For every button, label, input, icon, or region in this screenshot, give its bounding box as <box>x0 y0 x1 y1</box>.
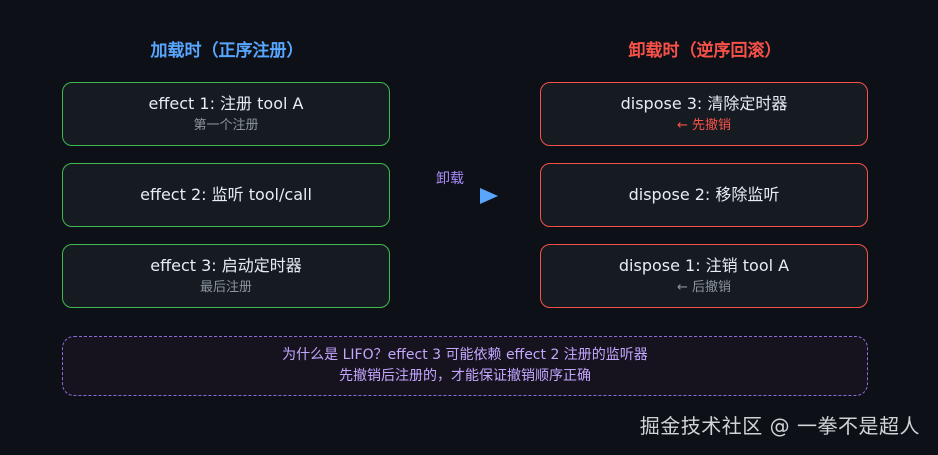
watermark: 掘金技术社区 @ 一拳不是超人 <box>639 414 920 438</box>
effect-1-label: effect 1: 注册 tool A <box>148 94 304 113</box>
effect-2-label: effect 2: 监听 tool/call <box>140 185 312 204</box>
effect-3-label: effect 3: 启动定时器 <box>150 256 302 275</box>
dispose-1-label: dispose 1: 注销 tool A <box>618 256 790 275</box>
unload-column-title: 卸载时（逆序回滚） <box>628 41 782 61</box>
dispose-3-label: dispose 3: 清除定时器 <box>620 94 788 113</box>
effect-1-note: 第一个注册 <box>193 118 259 133</box>
note-line-2: 先撤销后注册的，才能保证撤销顺序正确 <box>339 368 591 384</box>
dispose-3-box: dispose 3: 清除定时器 ← 先撤销 <box>540 82 868 146</box>
load-column-title: 加载时（正序注册） <box>150 41 304 61</box>
dispose-1-note: ← 后撤销 <box>676 280 732 295</box>
arrow-right-icon <box>406 188 498 204</box>
effect-3-note: 最后注册 <box>199 280 252 295</box>
lifo-explanation-note: 为什么是 LIFO？effect 3 可能依赖 effect 2 注册的监听器 … <box>62 336 868 396</box>
dispose-3-note: ← 先撤销 <box>676 118 732 133</box>
dispose-1-box: dispose 1: 注销 tool A ← 后撤销 <box>540 244 868 308</box>
note-line-1: 为什么是 LIFO？effect 3 可能依赖 effect 2 注册的监听器 <box>282 347 648 363</box>
effect-3-box: effect 3: 启动定时器 最后注册 <box>62 244 390 308</box>
unload-arrow-label: 卸载 <box>436 171 464 187</box>
dispose-2-box: dispose 2: 移除监听 <box>540 163 868 227</box>
effect-1-box: effect 1: 注册 tool A 第一个注册 <box>62 82 390 146</box>
unload-arrow: 卸载 <box>404 168 500 208</box>
dispose-2-label: dispose 2: 移除监听 <box>628 185 780 204</box>
effect-2-box: effect 2: 监听 tool/call <box>62 163 390 227</box>
